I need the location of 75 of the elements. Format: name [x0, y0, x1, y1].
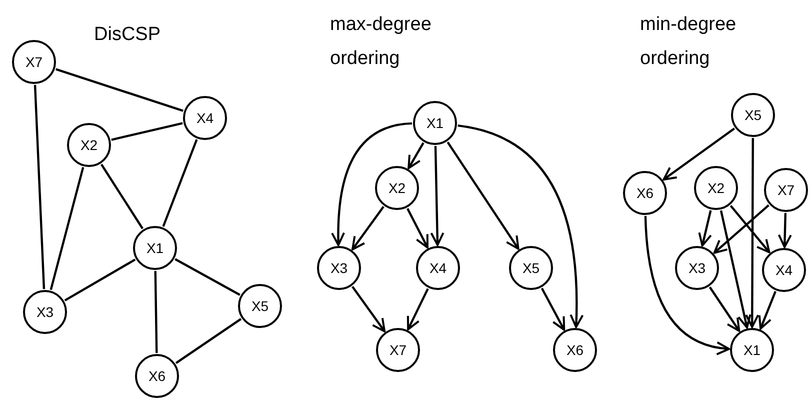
- arrow: [540, 288, 566, 331]
- node-label: X6: [636, 185, 654, 201]
- connector-line: [50, 166, 84, 290]
- variable-node: [135, 354, 179, 398]
- variable-node: [317, 246, 361, 290]
- variable-node: [23, 290, 67, 334]
- arrow: [758, 290, 776, 330]
- variable-node: [553, 328, 597, 372]
- variable-node: [623, 171, 667, 215]
- node-label: X3: [688, 260, 706, 276]
- connector-line: [34, 84, 46, 290]
- arrow: [662, 128, 735, 181]
- node-label: X2: [80, 137, 98, 153]
- variable-node: [762, 248, 806, 292]
- variable-node: [67, 123, 111, 167]
- variable-node: [416, 246, 460, 290]
- arrow: [406, 208, 428, 249]
- arrow: [352, 286, 386, 332]
- node-label: X4: [429, 260, 447, 276]
- arrow: [408, 142, 424, 170]
- variable-node: [730, 328, 774, 372]
- graph-heading: DisCSP: [94, 23, 162, 47]
- arrow: [331, 122, 412, 246]
- variable-node: [509, 246, 553, 290]
- variable-node: [376, 328, 420, 372]
- node-label: X2: [707, 180, 725, 196]
- arrow: [458, 124, 584, 328]
- arrow: [698, 210, 712, 247]
- variable-node: [413, 101, 457, 145]
- node-label: X6: [566, 342, 584, 358]
- node-label: X6: [148, 368, 166, 384]
- node-label: X4: [775, 262, 793, 278]
- arrow: [720, 210, 752, 329]
- arrow: [644, 216, 730, 354]
- node-label: X7: [777, 182, 795, 198]
- variable-node: [238, 284, 282, 328]
- variable-node: [675, 246, 719, 290]
- connector-line: [100, 164, 144, 230]
- arrow: [446, 142, 520, 250]
- arrow: [430, 146, 444, 246]
- graph-heading: max-degree ordering: [330, 13, 432, 71]
- arrow: [745, 138, 760, 328]
- variable-node: [12, 40, 56, 84]
- arrow: [713, 204, 770, 254]
- node-label: X1: [426, 115, 444, 131]
- node-label: X4: [196, 110, 214, 126]
- arrow: [708, 286, 740, 332]
- graph-heading: min-degree ordering: [640, 13, 738, 71]
- variable-node: [764, 168, 808, 212]
- connector-line: [162, 139, 198, 227]
- connector-line: [175, 318, 242, 364]
- connector-line: [56, 68, 184, 112]
- node-label: X1: [743, 342, 761, 358]
- variable-node: [731, 93, 775, 137]
- node-label: X5: [251, 298, 269, 314]
- arrow: [778, 212, 792, 248]
- connector-line: [154, 270, 158, 354]
- node-label: X2: [388, 180, 406, 196]
- node-label: X7: [389, 342, 407, 358]
- variable-node: [133, 226, 177, 270]
- node-label: X3: [36, 304, 54, 320]
- variable-node: [183, 96, 227, 140]
- node-label: X1: [146, 240, 164, 256]
- connector-line: [174, 258, 240, 296]
- node-label: X7: [25, 54, 43, 70]
- connector-line: [64, 258, 136, 302]
- arrow: [406, 288, 429, 330]
- variable-node: [694, 166, 738, 210]
- connector-line: [111, 122, 183, 141]
- node-label: X5: [522, 260, 540, 276]
- node-label: X3: [330, 260, 348, 276]
- arrow: [352, 206, 384, 250]
- arrow: [730, 205, 770, 254]
- variable-node: [375, 166, 419, 210]
- node-label: X5: [744, 107, 762, 123]
